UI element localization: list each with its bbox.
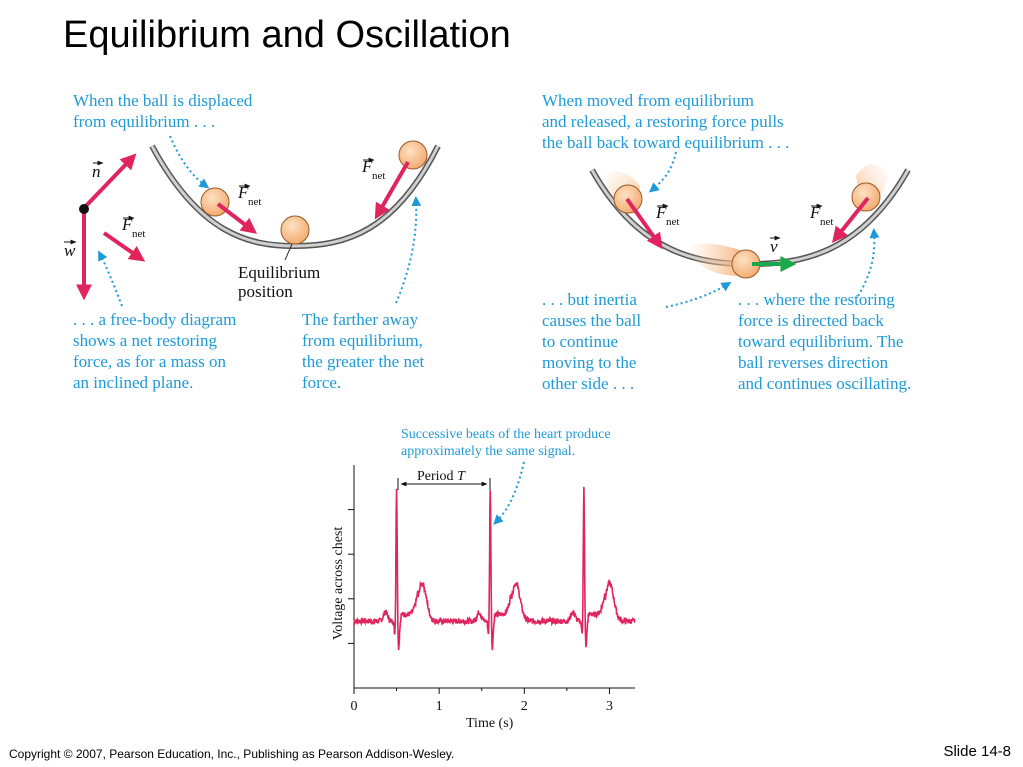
caption-displaced-line: When the ball is displaced [73,91,253,110]
ecg-annotation: Successive beats of the heart produce ap… [401,426,611,460]
x-tick-label: 0 [351,699,358,714]
caption-free-body: . . . a free-body diagram shows a net re… [73,309,236,393]
pointer-heartbeat [493,461,525,525]
caption-fbd-line: an inclined plane. [73,373,194,392]
caption-inertia: . . . but inertia causes the ball to con… [542,289,641,394]
equilibrium-position-label: Equilibrium position [238,263,320,301]
x-tick-label: 2 [521,699,528,714]
caption-reverse-line: force is directed back [738,311,884,330]
left-bowl [149,144,441,250]
caption-fbd-line: force, as for a mass on [73,352,226,371]
ecg-x-label: Time (s) [466,716,514,731]
ecg-y-label: Voltage across chest [331,527,346,640]
fnet-sub-r2: net [820,216,833,228]
motion-blur-middle [686,243,740,276]
ecg-trace [353,486,636,651]
caption-inertia-line: other side . . . [542,374,635,393]
ecg-y-ticks [348,509,354,644]
normal-force-arrow [82,153,137,210]
fnet-arrow-right-1 [625,197,663,250]
fnet-arrow-small [216,202,258,234]
ball-displaced-far [398,140,428,170]
caption-inertia-line: . . . but inertia [542,290,637,309]
caption-released-line: When moved from equilibrium [542,91,754,110]
slide-number: Slide 14-8 [943,743,1011,760]
pointer-reverse [857,228,880,297]
caption-farther-line: force. [302,373,342,392]
fbd-fnet-arrow [102,231,146,262]
caption-inertia-line: moving to the [542,353,637,372]
free-body-diagram [76,153,146,301]
vector-n-label: n [92,162,101,181]
caption-displaced: When the ball is displaced from equilibr… [73,90,252,132]
x-tick-label: 1 [436,699,443,714]
equilibrium-label-line: position [238,282,293,301]
caption-released-line: the ball back toward equilibrium . . . [542,133,790,152]
caption-inertia-line: causes the ball [542,311,642,330]
pointer-displaced [169,135,210,189]
caption-reverse: . . . where the restoring force is direc… [738,289,911,394]
ball-turnaround-right [851,182,881,212]
pointer-released [648,151,677,193]
pointer-fbd [98,250,123,307]
ecg-annotation-line: Successive beats of the heart produce [401,427,611,442]
pointer-inertia [665,281,732,308]
fnet-sub-r1: net [666,216,679,228]
caption-farther-line: The farther away [302,310,419,329]
slide-title: Equilibrium and Oscillation [63,14,511,56]
caption-fbd-line: . . . a free-body diagram [73,310,237,329]
caption-reverse-line: toward equilibrium. The [738,332,904,351]
fnet-sub-large: net [372,170,385,182]
fnet-sub-small: net [248,196,261,208]
caption-inertia-line: to continue [542,332,619,351]
caption-reverse-line: ball reverses direction [738,353,889,372]
x-tick-label: 3 [606,699,613,714]
ecg-annotation-line: approximately the same signal. [401,444,576,459]
equilibrium-pointer [284,243,293,261]
ball-equilibrium [280,215,310,245]
caption-displaced-line: from equilibrium . . . [73,112,216,131]
ecg-chart: 0 1 2 3 [348,461,636,714]
copyright-notice: Copyright © 2007, Pearson Education, Inc… [9,747,455,761]
velocity-label: v [770,237,778,256]
caption-released-line: and released, a restoring force pulls [542,112,784,131]
caption-reverse-line: and continues oscillating. [738,374,912,393]
ball-displaced-left [200,187,230,217]
fnet-arrow-large [374,161,410,220]
equilibrium-label-line: Equilibrium [238,263,321,282]
fbd-particle [79,204,89,214]
vector-w-label: w [64,241,76,260]
caption-reverse-line: . . . where the restoring [738,290,895,309]
caption-farther-line: from equilibrium, [302,331,423,350]
period-label: Period T [417,469,466,484]
caption-farther: The farther away from equilibrium, the g… [302,309,424,393]
caption-farther-line: the greater the net [302,352,425,371]
pointer-farther [395,196,422,304]
caption-released: When moved from equilibrium and released… [542,90,789,153]
fnet-arrow-right-2 [832,196,870,243]
ecg-x-ticks: 0 1 2 3 [351,688,613,714]
caption-fbd-line: shows a net restoring [73,331,218,350]
fbd-fnet-sub: net [132,228,145,240]
